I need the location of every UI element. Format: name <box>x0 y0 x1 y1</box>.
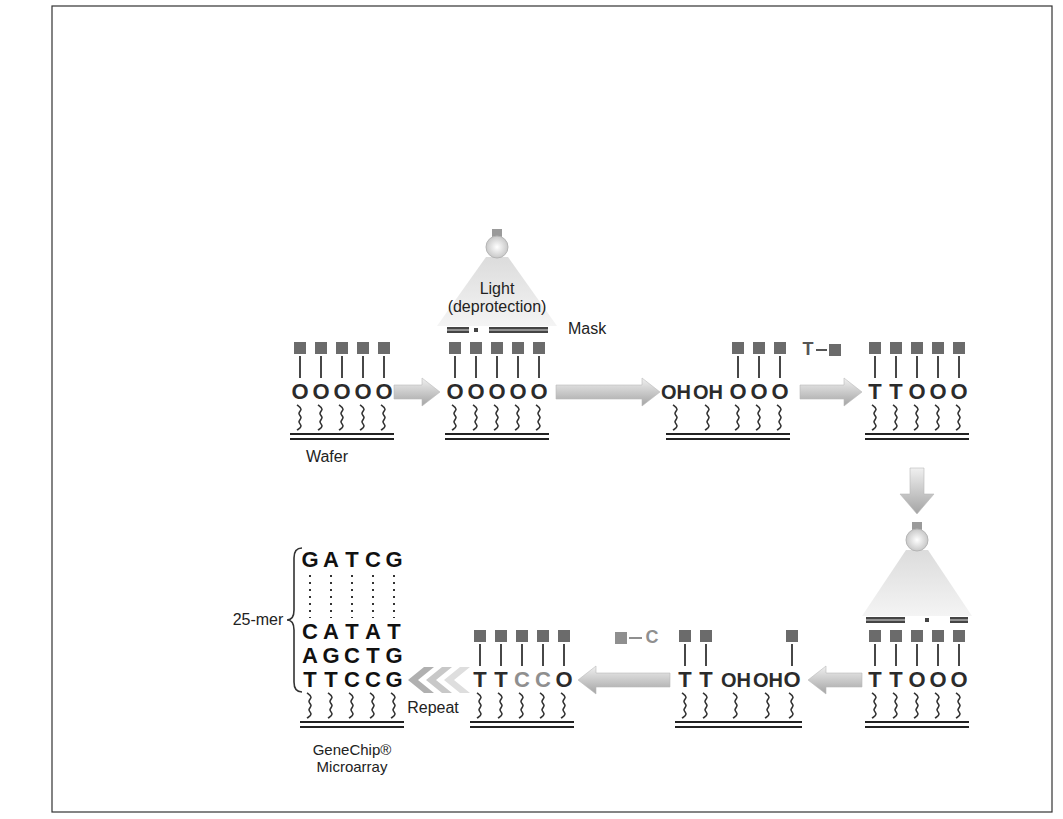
base-letter: T <box>494 668 507 692</box>
base-letter: O <box>354 380 371 404</box>
hydroxyl-letter: OH <box>721 669 751 691</box>
frame <box>52 6 1052 812</box>
base-letter: C <box>344 668 360 692</box>
base-letter: O <box>530 380 547 404</box>
base-letter: G <box>322 644 339 668</box>
mask-bar <box>489 327 548 333</box>
base-letter: O <box>908 380 925 404</box>
base-letter: O <box>783 668 800 692</box>
process-arrow <box>578 666 670 694</box>
base-letter: T <box>387 620 400 644</box>
base-letter: A <box>302 644 318 668</box>
base-letter: O <box>291 380 308 404</box>
base-letter: C <box>535 668 551 692</box>
base-letter: O <box>446 380 463 404</box>
base-letter: C <box>344 644 360 668</box>
base-letter: T <box>699 668 712 692</box>
base-letter: T <box>868 668 881 692</box>
dotted-strand <box>351 575 353 618</box>
bracket <box>287 548 302 692</box>
process-arrow <box>800 378 862 406</box>
light-label: Light (deprotection) <box>435 280 559 315</box>
base-letter: O <box>375 380 392 404</box>
base-letter: O <box>950 380 967 404</box>
bond <box>816 349 827 351</box>
base-letter: O <box>488 380 505 404</box>
base-letter: T <box>868 380 881 404</box>
hydroxyl-letter: OH <box>661 381 691 403</box>
process-arrow <box>900 468 934 514</box>
base-letter: C <box>514 668 530 692</box>
bond <box>629 637 642 639</box>
hydroxyl-letter: OH <box>693 381 723 403</box>
base-letter: O <box>929 668 946 692</box>
repeat-arrow <box>444 667 470 693</box>
reagent-letter: T <box>803 340 814 360</box>
synthesis-panel <box>675 630 802 727</box>
base-letter: O <box>750 380 767 404</box>
base-letter: O <box>929 380 946 404</box>
base-letter: O <box>509 380 526 404</box>
base-letter: T <box>345 620 358 644</box>
repeat-label: Repeat <box>407 699 459 717</box>
synthesis-panel <box>865 342 969 439</box>
process-arrow <box>394 378 440 406</box>
mask-dot <box>925 618 929 622</box>
base-letter: O <box>333 380 350 404</box>
hydroxyl-letter: OH <box>753 669 783 691</box>
base-letter: A <box>323 620 339 644</box>
base-letter: C <box>365 668 381 692</box>
dotted-strand <box>330 575 332 618</box>
protecting-group <box>829 344 841 356</box>
base-letter: T <box>889 668 902 692</box>
dotted-strand <box>372 575 374 618</box>
base-letter: O <box>729 380 746 404</box>
mask-label: Mask <box>568 320 606 338</box>
base-letter: O <box>312 380 329 404</box>
product-label: GeneChip® Microarray <box>300 742 404 775</box>
mask-bar <box>447 327 469 333</box>
base-letter: T <box>473 668 486 692</box>
synthesis-panel <box>470 630 574 727</box>
dotted-strand <box>393 575 395 618</box>
base-letter: O <box>771 380 788 404</box>
wafer-label: Wafer <box>306 448 348 466</box>
protecting-group <box>615 632 627 644</box>
dotted-strand <box>309 575 311 618</box>
base-letter: T <box>324 668 337 692</box>
length-label: 25-mer <box>233 611 284 629</box>
base-letter: T <box>303 668 316 692</box>
base-letter: G <box>385 644 402 668</box>
process-arrow <box>556 378 660 406</box>
base-letter: G <box>385 548 402 572</box>
mask-bar <box>950 617 968 623</box>
base-letter: O <box>950 668 967 692</box>
base-letter: G <box>385 668 402 692</box>
synthesis-panel <box>445 342 549 439</box>
reagent-letter: C <box>646 628 659 648</box>
base-letter: T <box>889 380 902 404</box>
mask-dot <box>474 328 478 332</box>
base-letter: O <box>467 380 484 404</box>
base-letter: O <box>555 668 572 692</box>
light-source <box>862 522 972 616</box>
base-letter: T <box>366 644 379 668</box>
base-letter: C <box>365 548 381 572</box>
mask-bar <box>866 617 905 623</box>
synthesis-panel <box>865 630 969 727</box>
base-letter: T <box>678 668 691 692</box>
base-letter: A <box>323 548 339 572</box>
base-letter: T <box>345 548 358 572</box>
process-arrow <box>808 666 862 694</box>
base-letter: A <box>365 620 381 644</box>
base-letter: O <box>908 668 925 692</box>
synthesis-panel <box>300 693 404 727</box>
base-letter: C <box>302 620 318 644</box>
base-letter: G <box>301 548 318 572</box>
synthesis-panel <box>290 342 394 439</box>
